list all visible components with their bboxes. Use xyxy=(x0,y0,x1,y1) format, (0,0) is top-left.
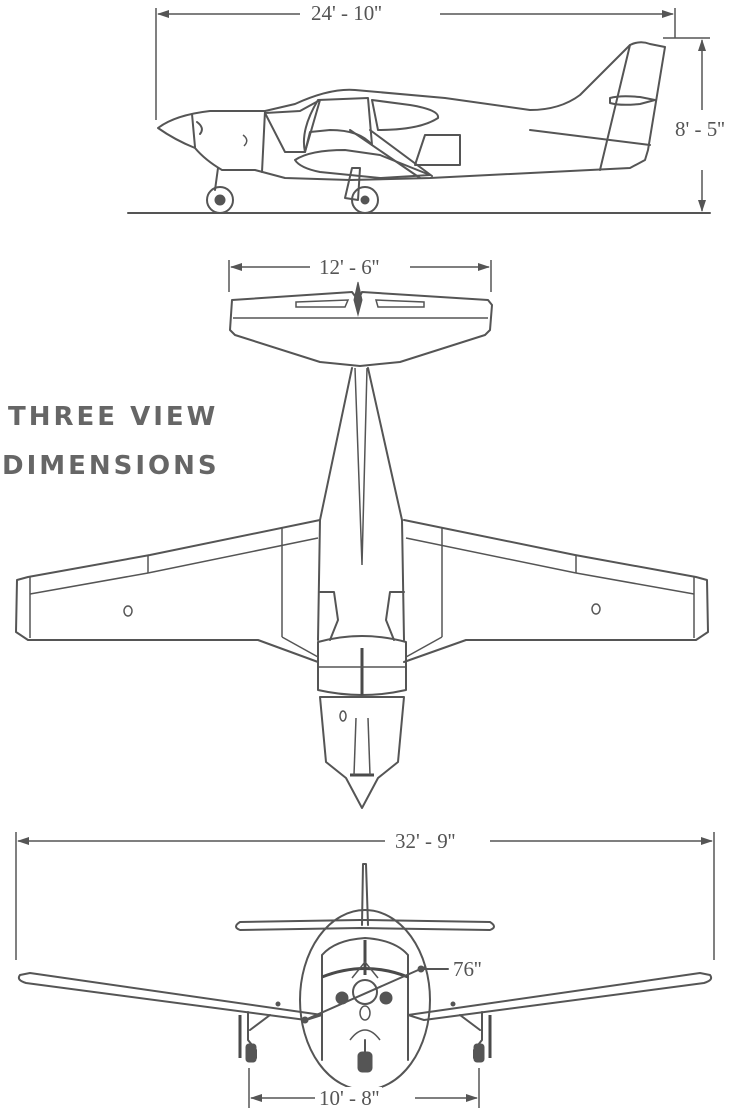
overall-height-label: 8' - 5'' xyxy=(672,118,728,140)
front-view xyxy=(15,832,715,1108)
stabilizer-span-label: 12' - 6'' xyxy=(316,256,383,278)
wingspan-label: 32' - 9'' xyxy=(392,830,459,852)
fuselage-length-label: 24' - 10'' xyxy=(308,2,385,24)
propeller-diameter-label: 76'' xyxy=(450,958,485,980)
side-view xyxy=(127,8,711,214)
top-view xyxy=(15,260,709,809)
wheel-track-label: 10' - 8'' xyxy=(316,1087,383,1109)
title-line-2: DIMENSIONS xyxy=(2,451,220,481)
title-line-1: THREE VIEW xyxy=(8,402,219,432)
